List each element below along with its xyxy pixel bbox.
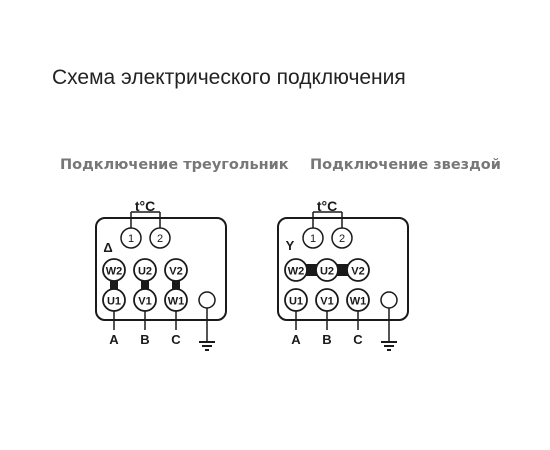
temperature-label: t°C <box>317 198 337 214</box>
thermal-contact <box>120 227 142 249</box>
star-symbol: Y <box>286 238 295 253</box>
phase-label: B <box>140 332 149 347</box>
terminal-label: W2 <box>288 266 305 278</box>
star-diagram-title: Подключение звездой <box>310 157 501 173</box>
terminal-label: V1 <box>320 296 333 308</box>
triangle-diagram-title: Подключение треугольник <box>60 157 289 173</box>
terminal-label: U1 <box>107 296 121 308</box>
thermal-contact-label: 1 <box>310 233 316 245</box>
terminal-label: W2 <box>106 266 123 278</box>
ground-terminal <box>380 291 398 309</box>
terminal-u2 <box>315 258 339 282</box>
thermal-contact <box>331 227 353 249</box>
thermal-contact-label: 2 <box>339 233 345 245</box>
triangle-diagram: t°C 1 2 Δ W2 U2 V2 U1 V1 W1 A B C <box>95 198 227 351</box>
terminal-box-outline <box>277 217 409 321</box>
phase-label: A <box>291 332 301 347</box>
terminal-w2 <box>102 258 126 282</box>
terminal-label: V2 <box>351 266 364 278</box>
terminal-label: V2 <box>169 266 182 278</box>
phase-label: A <box>109 332 119 347</box>
delta-symbol: Δ <box>103 240 112 255</box>
terminal-label: W1 <box>168 296 185 308</box>
star-diagram: t°C 1 2 Y W2 U2 V2 U1 V1 W1 A B C <box>277 198 409 351</box>
terminal-label: U2 <box>320 266 334 278</box>
thermal-contact <box>149 227 171 249</box>
terminal-w2 <box>284 258 308 282</box>
terminal-label: V1 <box>138 296 151 308</box>
temperature-label: t°C <box>135 198 155 214</box>
thermal-contact <box>302 227 324 249</box>
page-title: Схема электрического подключения <box>52 66 406 89</box>
terminal-v2 <box>164 258 188 282</box>
phase-label: C <box>353 332 363 347</box>
terminal-box-outline <box>95 217 227 321</box>
phase-label: C <box>171 332 181 347</box>
ground-icon <box>381 341 397 351</box>
ground-icon <box>199 341 215 351</box>
thermal-contact-label: 2 <box>157 233 163 245</box>
thermal-contact-label: 1 <box>128 233 134 245</box>
terminal-v2 <box>346 258 370 282</box>
phase-label: B <box>322 332 331 347</box>
ground-terminal <box>198 291 216 309</box>
terminal-label: U1 <box>289 296 303 308</box>
terminal-label: U2 <box>138 266 152 278</box>
terminal-label: W1 <box>350 296 367 308</box>
terminal-u2 <box>133 258 157 282</box>
